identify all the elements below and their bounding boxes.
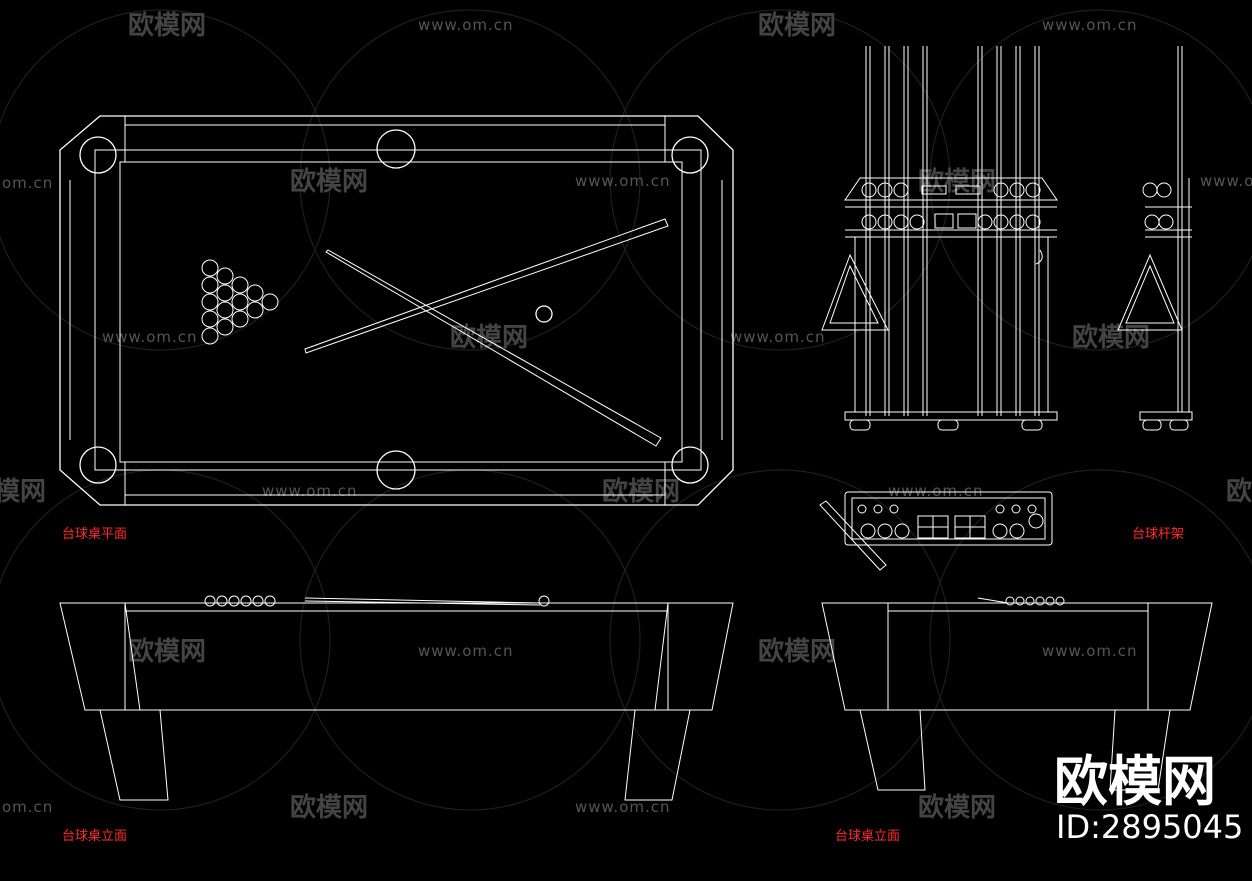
watermark-url: www.om.cn bbox=[418, 16, 514, 34]
racked-balls bbox=[201, 259, 279, 345]
pool-table-plan bbox=[59, 115, 734, 506]
pocket bbox=[376, 129, 416, 169]
watermark-url: om.cn bbox=[2, 798, 53, 816]
table-inner-frame bbox=[94, 149, 702, 471]
watermark-logo: 欧模网 bbox=[758, 636, 836, 667]
pocket bbox=[671, 136, 709, 174]
cue-ball bbox=[535, 305, 553, 323]
label-table-plan: 台球桌平面 bbox=[62, 527, 127, 542]
watermark-logo: 欧模网 bbox=[290, 792, 368, 823]
watermark-url: www.om.cn bbox=[888, 482, 984, 500]
table-outer-rail bbox=[59, 115, 734, 506]
cue-rack-plan bbox=[819, 491, 1053, 571]
watermark-url: www.om.cn bbox=[575, 798, 671, 816]
brand-name: 欧模网 bbox=[1054, 750, 1216, 813]
table-cloth bbox=[119, 161, 683, 463]
cue-rack-side bbox=[1117, 46, 1193, 431]
watermark-url: www.om.cn bbox=[730, 328, 826, 346]
watermark-logo: 欧模网 bbox=[128, 10, 206, 41]
watermark-url: www.om.cn bbox=[1200, 172, 1252, 190]
cue-stick bbox=[325, 249, 662, 447]
watermark-logo: 欧模网 bbox=[918, 792, 996, 823]
watermark-layer: 欧模网 www.om.cn 欧模网 www.om.cn om.cn 欧模网 ww… bbox=[0, 10, 1252, 823]
label-table-elevation-right: 台球桌立面 bbox=[835, 829, 900, 844]
pocket bbox=[79, 446, 117, 484]
watermark-logo: 模网 bbox=[0, 477, 46, 507]
watermark-logo: 欧模网 bbox=[128, 636, 206, 667]
watermark-logo: 欧模网 bbox=[1072, 322, 1150, 353]
watermark-url: www.om.cn bbox=[418, 642, 514, 660]
label-cue-rack: 台球杆架 bbox=[1132, 527, 1184, 542]
watermark-logo: 欧模网 bbox=[1226, 476, 1252, 507]
cue-stick bbox=[304, 218, 669, 354]
pocket bbox=[671, 446, 709, 484]
watermark-url: www.om.cn bbox=[1042, 642, 1138, 660]
pocket bbox=[79, 136, 117, 174]
watermark-url: www.om.cn bbox=[262, 482, 358, 500]
brand-id: ID:2895045 bbox=[1056, 808, 1243, 846]
watermark-url: www.om.cn bbox=[575, 172, 671, 190]
pool-table-elevation-left bbox=[59, 595, 734, 801]
label-table-elevation-left: 台球桌立面 bbox=[62, 829, 127, 844]
watermark-logo: 欧模网 bbox=[758, 10, 836, 41]
watermark-url: www.om.cn bbox=[1042, 16, 1138, 34]
watermark-arcs bbox=[0, 9, 1252, 811]
watermark-logo: 欧模网 bbox=[290, 166, 368, 197]
watermark-url: om.cn bbox=[2, 174, 53, 192]
pool-table-elevation-right bbox=[821, 596, 1213, 791]
cue-rack-front bbox=[821, 46, 1058, 431]
watermark-logo: 欧模网 bbox=[918, 166, 996, 197]
watermark-logo: 欧模网 bbox=[602, 476, 680, 507]
watermark-url: www.om.cn bbox=[102, 328, 198, 346]
pocket bbox=[376, 450, 416, 490]
